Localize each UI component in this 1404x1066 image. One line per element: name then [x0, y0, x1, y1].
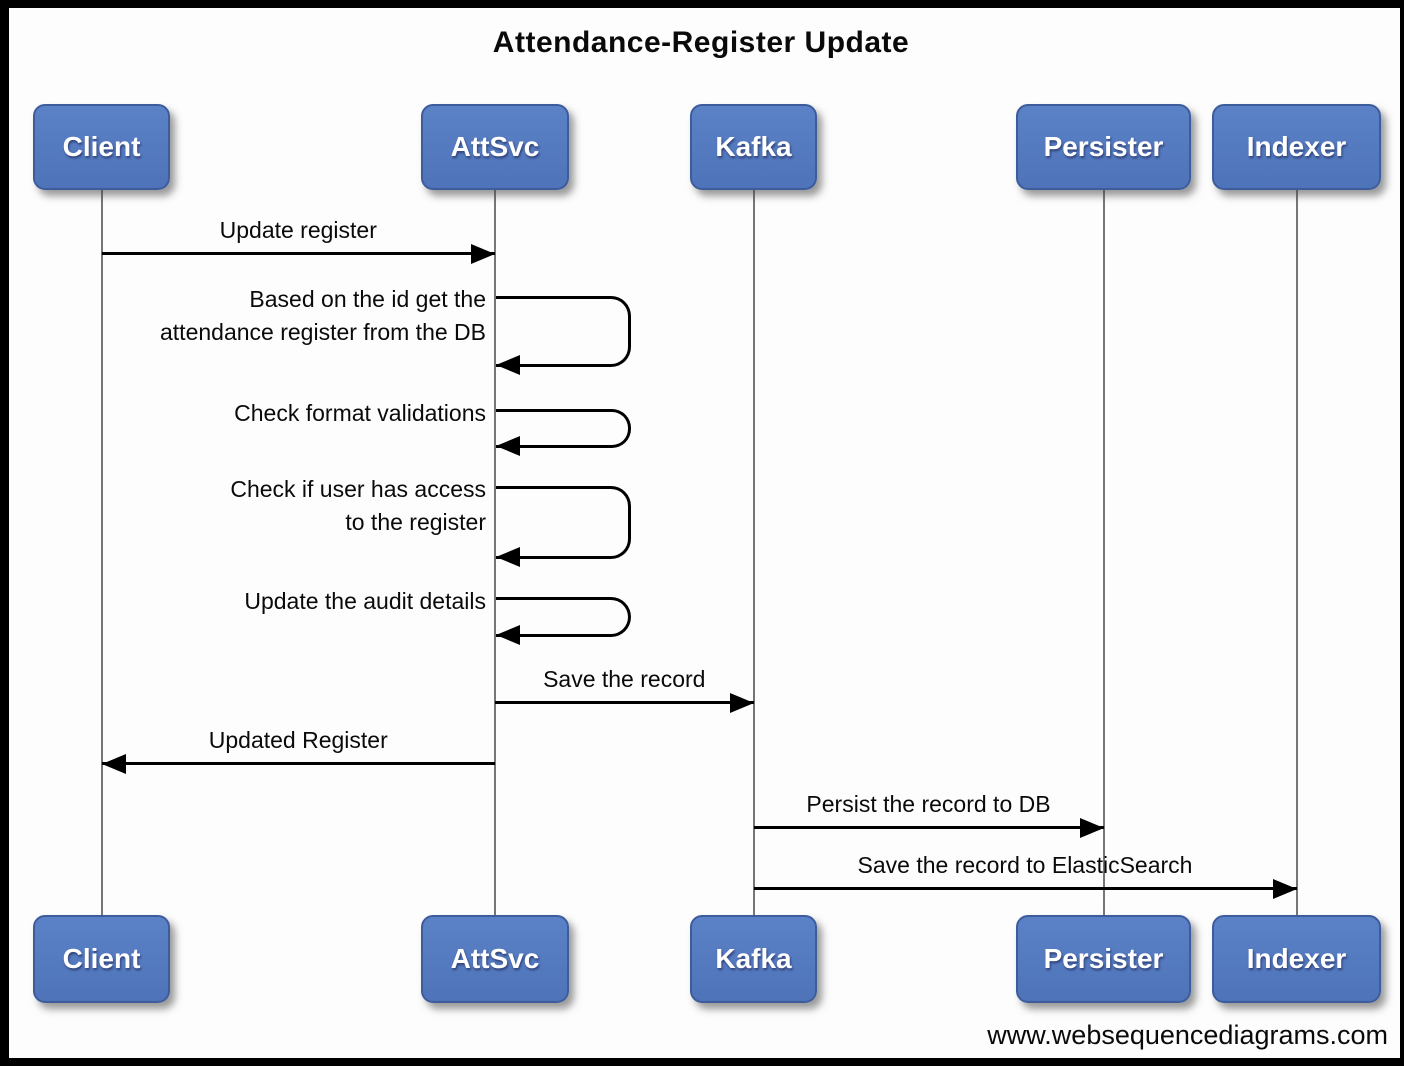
message-text: Check if user has access	[230, 476, 486, 502]
actor-box-attsvc-top: AttSvc	[421, 104, 569, 190]
message-text: Update the audit details	[244, 588, 486, 614]
arrowhead-icon	[496, 355, 520, 375]
actor-box-attsvc-bottom: AttSvc	[421, 915, 569, 1003]
actor-label: Indexer	[1246, 943, 1347, 974]
message-line	[495, 701, 754, 704]
message-text: attendance register from the DB	[160, 319, 486, 345]
watermark: www.websequencediagrams.com	[987, 1020, 1388, 1050]
self-call-loop	[496, 597, 631, 637]
actor-label: Persister	[1043, 131, 1164, 162]
message-label: Updated Register	[102, 725, 496, 755]
actor-box-client-bottom: Client	[33, 915, 170, 1003]
self-call-loop	[496, 296, 631, 367]
actor-label: Indexer	[1246, 131, 1347, 162]
message-text: Update register	[219, 217, 377, 243]
self-call-loop	[496, 409, 631, 448]
arrowhead-icon	[471, 244, 495, 264]
arrowhead-icon	[496, 547, 520, 567]
message-label: Save the record	[495, 664, 754, 694]
message-label: Update register	[102, 215, 496, 245]
arrowhead-icon	[729, 693, 754, 713]
actor-box-persister-bottom: Persister	[1016, 915, 1191, 1003]
actor-label: Persister	[1043, 943, 1164, 974]
lifeline-persister	[1102, 188, 1105, 917]
actor-label: Client	[62, 131, 141, 162]
message-text: Persist the record to DB	[806, 791, 1051, 817]
actor-box-client-top: Client	[33, 104, 170, 190]
message-label: Save the record to ElasticSearch	[754, 850, 1297, 880]
message-label: Based on the id get the attendance regist…	[105, 283, 486, 349]
message-text: Check format validations	[234, 400, 486, 426]
arrowhead-icon	[496, 436, 520, 456]
message-text: Save the record	[543, 666, 706, 692]
message-label: Update the audit details	[105, 585, 486, 618]
actor-label: AttSvc	[450, 943, 540, 974]
message-text: to the register	[345, 509, 486, 535]
actor-box-persister-top: Persister	[1016, 104, 1191, 190]
arrowhead-icon	[1079, 818, 1104, 838]
message-text: Based on the id get the	[249, 286, 486, 312]
message-line	[753, 826, 1104, 829]
lifeline-kafka	[752, 188, 755, 917]
diagram-title: Attendance-Register Update	[492, 26, 910, 59]
arrowhead-icon	[101, 754, 126, 774]
message-label: Persist the record to DB	[754, 789, 1104, 819]
actor-label: Client	[62, 943, 141, 974]
message-text: Save the record to ElasticSearch	[857, 852, 1193, 878]
lifeline-client	[100, 188, 103, 917]
arrowhead-icon	[496, 625, 520, 645]
lifeline-indexer	[1295, 188, 1298, 917]
arrowhead-icon	[1272, 879, 1297, 899]
lifeline-attsvc	[494, 188, 496, 917]
actor-box-kafka-bottom: Kafka	[690, 915, 817, 1003]
message-line	[101, 762, 495, 765]
actor-label: Kafka	[715, 131, 792, 162]
message-line	[101, 252, 495, 255]
self-call-loop	[496, 486, 631, 559]
message-text: Updated Register	[208, 727, 388, 753]
message-line	[753, 887, 1297, 890]
actor-label: Kafka	[715, 943, 792, 974]
message-label: Check if user has access to the register	[105, 473, 486, 539]
actor-box-indexer-top: Indexer	[1212, 104, 1381, 190]
actor-box-kafka-top: Kafka	[690, 104, 817, 190]
actor-label: AttSvc	[450, 131, 540, 162]
message-label: Check format validations	[105, 397, 486, 430]
actor-box-indexer-bottom: Indexer	[1212, 915, 1381, 1003]
